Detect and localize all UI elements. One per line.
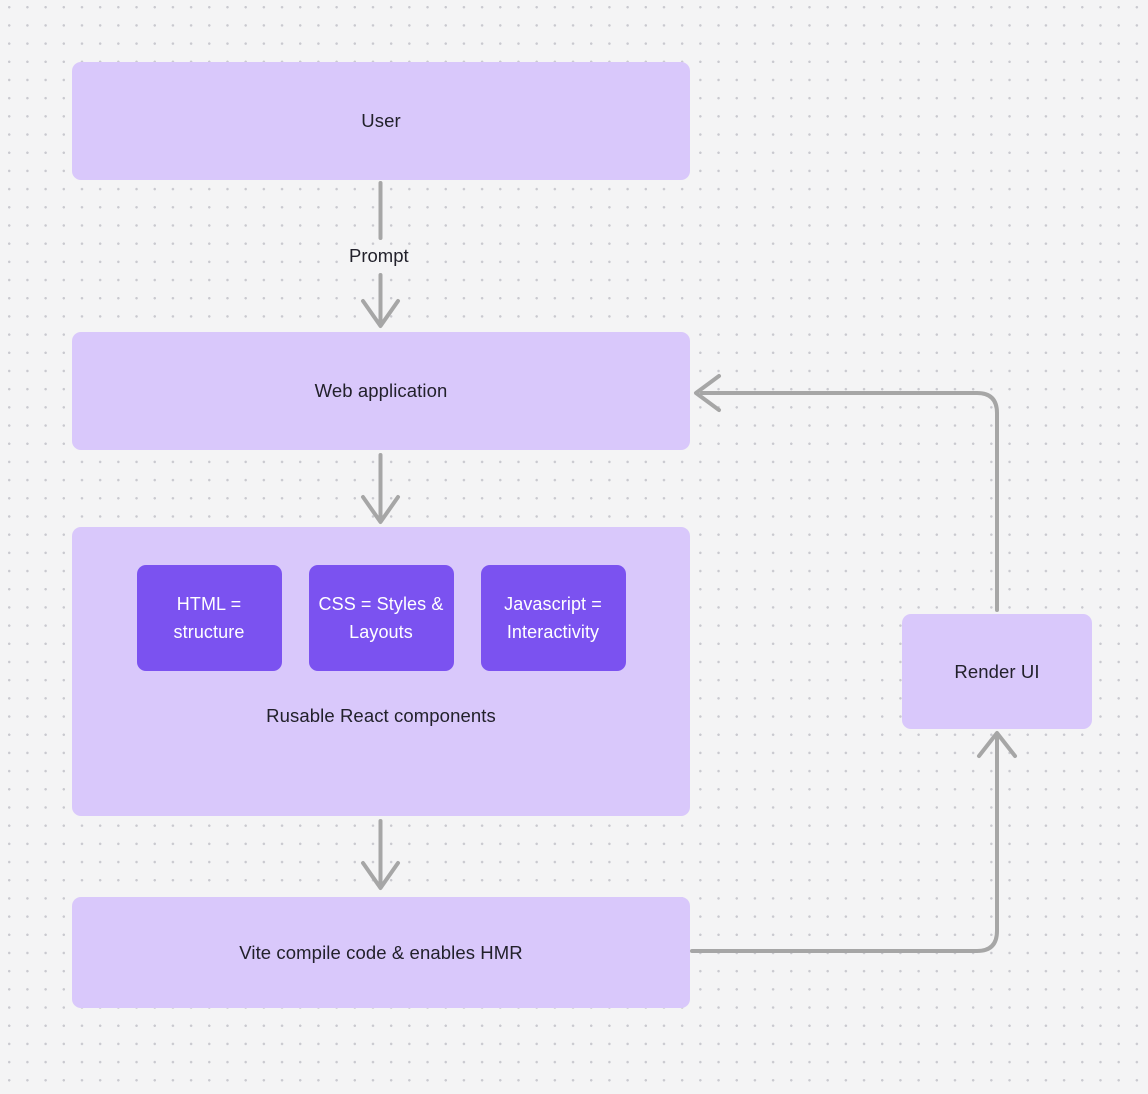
sub-node-row: HTML = structure CSS = Styles & Layouts …: [72, 565, 690, 671]
edge-label-prompt: Prompt: [344, 245, 414, 267]
sub-node-css-label: CSS = Styles & Layouts: [318, 593, 444, 642]
arrowhead-down-webapp: [361, 299, 400, 328]
sub-node-javascript[interactable]: Javascript = Interactivity: [480, 565, 626, 671]
node-vite[interactable]: Vite compile code & enables HMR: [72, 897, 690, 1008]
node-render-ui-label: Render UI: [954, 660, 1040, 682]
node-vite-label: Vite compile code & enables HMR: [239, 941, 523, 963]
arrowhead-left-webapp: [694, 374, 721, 412]
edge-components-to-vite: [361, 819, 400, 890]
node-react-components-caption: Rusable React components: [266, 705, 496, 726]
arrowhead-down-components: [361, 495, 400, 524]
sub-node-html[interactable]: HTML = structure: [136, 565, 282, 671]
node-user[interactable]: User: [72, 62, 690, 180]
node-web-application[interactable]: Web application: [72, 332, 690, 450]
edge-line-vite-render: [690, 736, 999, 953]
edge-vite-to-render: [690, 731, 1017, 953]
edge-render-to-webapp: [694, 374, 999, 612]
node-user-label: User: [361, 110, 401, 132]
edge-line-render-webapp: [700, 391, 999, 612]
sub-node-javascript-label: Javascript = Interactivity: [504, 593, 602, 642]
node-render-ui[interactable]: Render UI: [902, 614, 1092, 729]
arrowhead-down-vite: [361, 861, 400, 890]
sub-node-html-label: HTML = structure: [173, 593, 245, 642]
arrowhead-up-render: [977, 731, 1017, 758]
node-react-components[interactable]: HTML = structure CSS = Styles & Layouts …: [72, 527, 690, 816]
sub-node-css[interactable]: CSS = Styles & Layouts: [308, 565, 454, 671]
node-web-application-label: Web application: [314, 380, 448, 402]
edge-webapp-to-components: [361, 453, 400, 524]
